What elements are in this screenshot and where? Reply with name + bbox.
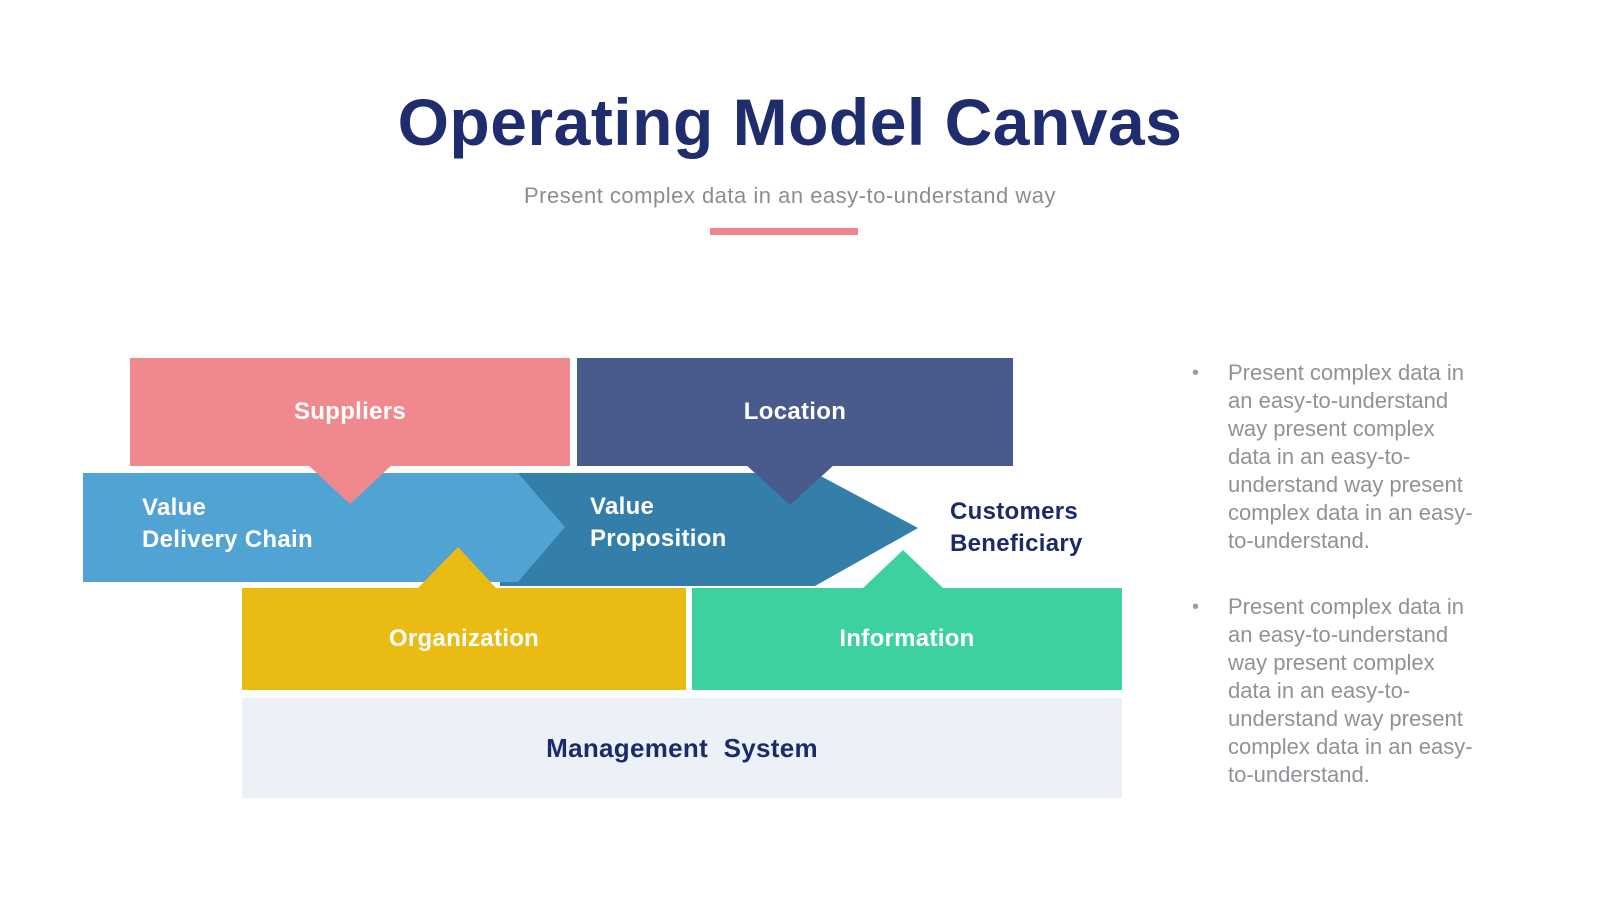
page-title: Operating Model Canvas <box>397 85 1183 159</box>
value-delivery-chain-label-line1: Value <box>142 494 207 521</box>
value-proposition-arrow <box>500 473 918 586</box>
bullet-item-2: • Present complex data in an easy-to-und… <box>1192 593 1492 789</box>
bullet-marker: • <box>1192 596 1200 618</box>
value-delivery-chain-label-line2: Delivery Chain <box>142 526 313 553</box>
value-proposition-label-line1: Value <box>590 493 655 520</box>
customers-beneficiary-label-line2: Beneficiary <box>950 530 1083 557</box>
value-delivery-chain-label: Value Delivery Chain <box>142 492 313 556</box>
suppliers-block <box>130 358 570 466</box>
value-delivery-chain-arrow <box>83 473 565 582</box>
bullet-text: Present complex data in an easy-to-under… <box>1228 360 1473 553</box>
bullet-item-1: • Present complex data in an easy-to-und… <box>1192 359 1492 555</box>
customers-beneficiary-label-line1: Customers <box>950 498 1079 525</box>
value-proposition-label-line2: Proposition <box>590 525 727 552</box>
information-block <box>692 588 1122 690</box>
location-block <box>577 358 1013 466</box>
organization-label: Organization <box>388 625 540 652</box>
management-system-label: Management System <box>546 732 818 763</box>
page-subtitle: Present complex data in an easy-to-under… <box>523 183 1056 208</box>
organization-block <box>242 588 686 690</box>
bullet-text: Present complex data in an easy-to-under… <box>1228 594 1473 787</box>
organization-pointer <box>417 547 497 589</box>
bullet-list: • Present complex data in an easy-to-und… <box>1192 359 1492 789</box>
management-system-block <box>242 698 1122 798</box>
value-proposition-label: Value Proposition <box>590 491 727 555</box>
suppliers-label: Suppliers <box>293 398 407 425</box>
suppliers-pointer <box>307 464 393 504</box>
location-pointer <box>745 464 835 505</box>
information-label: Information <box>839 625 975 652</box>
customers-beneficiary-label: Customers Beneficiary <box>950 496 1083 560</box>
location-label: Location <box>743 398 847 425</box>
bullet-marker: • <box>1192 362 1200 384</box>
information-pointer <box>862 550 944 589</box>
title-underline <box>710 228 858 235</box>
